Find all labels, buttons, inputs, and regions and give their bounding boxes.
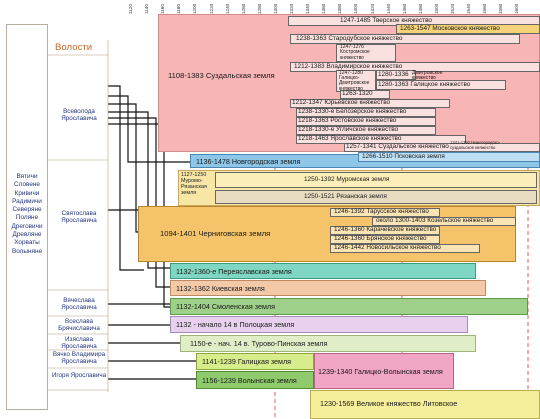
- murom-ryazan-label: 1127-1250 Муромо- Рязанская земля: [181, 172, 207, 196]
- ryazan-box: [215, 190, 537, 204]
- bryansk-label: 1246-1360 Брянское княжество: [334, 235, 427, 242]
- galich-label: 1280-1363 Галицкое княжество: [378, 81, 471, 88]
- galvol-label: 1239-1340 Галицко-Волынская земля: [318, 367, 443, 376]
- pereyaslavl-label: 1132-1360-е Переяславская земля: [176, 267, 292, 276]
- murom-box: [215, 172, 537, 188]
- smolensk-label: 1132-1404 Смоленская земля: [176, 302, 275, 311]
- galicia-label: 1141-1239 Галицкая земля: [202, 357, 292, 366]
- kozelsk-label: около 1300-1403 Козельское княжество: [376, 217, 494, 224]
- ryazan-label: 1250-1521 Рязанская земля: [304, 193, 387, 200]
- volost-vseslav: Всеслава Брячиславича: [58, 318, 100, 333]
- moscow-label: 1263-1547 Московское княжество: [400, 25, 500, 32]
- tarusa-box: [330, 208, 440, 217]
- kozelsk-box: [372, 217, 516, 226]
- volost-vyacheslav: Вячеслава Ярославича: [61, 297, 97, 312]
- pskov-label: 1266-1510 Псковская земля: [362, 153, 445, 160]
- bryansk-box: [330, 235, 440, 244]
- turov-box: [180, 335, 476, 352]
- kiev-box: [170, 280, 486, 296]
- suzdal-label: 1108-1383 Суздальская земля: [168, 71, 275, 80]
- beloz-label: 1238-1330-е Белозерское княжество: [298, 108, 407, 115]
- dmitrov-name: Дмитровское княжество: [412, 70, 443, 81]
- suzd-nn-label: 1257-1341 Суздальское княжество: [346, 143, 449, 150]
- novosil-label: 1246-1442 Новосильское княжество: [334, 244, 441, 251]
- rostov-label: 1218-1363 Ростовское княжество: [298, 117, 397, 124]
- galich-dmitrov-label: 1247-1280 Галицко- Дмитровское княжество: [339, 70, 370, 92]
- novgorod-label: 1136-1478 Новгородская земля: [196, 157, 301, 166]
- chernigov-label: 1094-1401 Черниговская земля: [160, 229, 271, 238]
- yaroslavl-label: 1218-1463 Ярославское княжество: [298, 135, 402, 142]
- uglich-box: [296, 126, 436, 135]
- tver-label: 1247-1485 Тверское княжество: [340, 17, 432, 24]
- volost-vyachko: Вячко Владимира Ярославича: [52, 351, 106, 366]
- polotsk-label: 1132 - начало 14 в Полоцкая земля: [176, 320, 295, 329]
- galich-box: [376, 80, 506, 90]
- volyn-box: [196, 371, 314, 389]
- p1320-box: [340, 90, 390, 99]
- p1320-label: 1263-1320: [342, 90, 373, 97]
- volost-igor: Игоря Ярославича: [51, 372, 107, 379]
- beloz-box: [296, 108, 436, 117]
- uglich-label: 1218-1330-е Угличское княжество: [298, 126, 399, 133]
- yuryev-label: 1212-1347 Юрьевское княжество: [292, 99, 391, 106]
- volyn-label: 1156-1239 Волынская земля: [202, 376, 297, 385]
- rostov-box: [296, 117, 436, 126]
- novosil-box: [330, 244, 480, 253]
- volost-vsevolod: Всеволода Ярославича: [61, 108, 97, 123]
- smolensk-box: [170, 298, 528, 315]
- dmitrov-label: 1280-1336: [378, 71, 409, 78]
- galvol-box: [314, 353, 454, 389]
- volost-izyaslav: Изяслава Ярославича: [61, 336, 97, 351]
- yuryev-box: [290, 99, 450, 108]
- tribes-column: Вятичи Словене Кривичи Радимичи Северяне…: [6, 24, 48, 410]
- kostroma-box: [336, 44, 396, 62]
- pereyaslavl-box: [170, 263, 476, 279]
- galicia-box: [196, 353, 314, 370]
- volosti-header: Волости: [55, 42, 93, 53]
- volost-svyatoslav: Святослава Ярославича: [61, 210, 97, 225]
- starodub-box: [290, 34, 520, 44]
- karachev-label: 1246-1360 Карачевское княжество: [334, 226, 437, 233]
- karachev-box: [330, 226, 440, 235]
- kostroma-label: 1247-1276 Костромское княжество: [340, 44, 370, 61]
- tarusa-label: 1246-1392 Тарусское княжество: [334, 208, 429, 215]
- polotsk-box: [170, 316, 468, 333]
- murom-label: 1250-1392 Муромская земля: [304, 176, 390, 183]
- starodub-label: 1238-1363 Стародубское княжество: [296, 35, 403, 42]
- dmitrov-box: [376, 70, 416, 80]
- turov-label: 1150-е - нач. 14 в. Турово-Пинская земля: [190, 339, 328, 348]
- lithuania-label: 1230-1569 Великое княжество Литовское: [320, 399, 458, 408]
- kiev-label: 1132-1362 Киевская земля: [176, 284, 265, 293]
- suzd-nn2-label: 1341-1392 Нижегородско- суздальское княж…: [450, 140, 501, 150]
- tribes-list: Вятичи Словене Кривичи Радимичи Северяне…: [11, 173, 43, 255]
- vladimir-label: 1212-1383 Владимирское княжество: [294, 63, 403, 70]
